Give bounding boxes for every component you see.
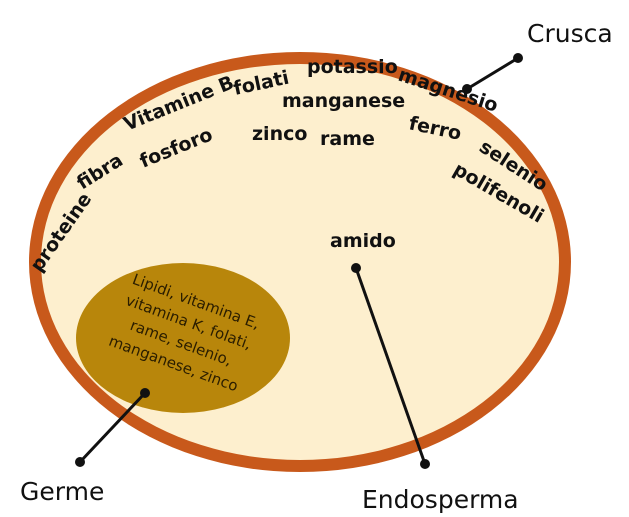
nutrient-manganese: manganese [282, 90, 405, 112]
nutrient-rame: rame [320, 128, 375, 150]
germ-pointer-end [75, 457, 85, 467]
nutrient-potassio: potassio [307, 56, 398, 78]
bran-pointer-dot [462, 84, 472, 94]
germ-pointer-dot [140, 388, 150, 398]
endosperm-label: Endosperma [362, 485, 519, 514]
bran-label: Crusca [527, 19, 613, 48]
nutrient-zinco: zinco [252, 123, 307, 145]
endosperm-pointer-dot [351, 263, 361, 273]
nutrient-amido: amido [330, 230, 396, 252]
bran-pointer-end [513, 53, 523, 63]
bran-pointer-line [467, 58, 518, 89]
endosperm-pointer-end [420, 459, 430, 469]
germ-label: Germe [20, 477, 104, 506]
